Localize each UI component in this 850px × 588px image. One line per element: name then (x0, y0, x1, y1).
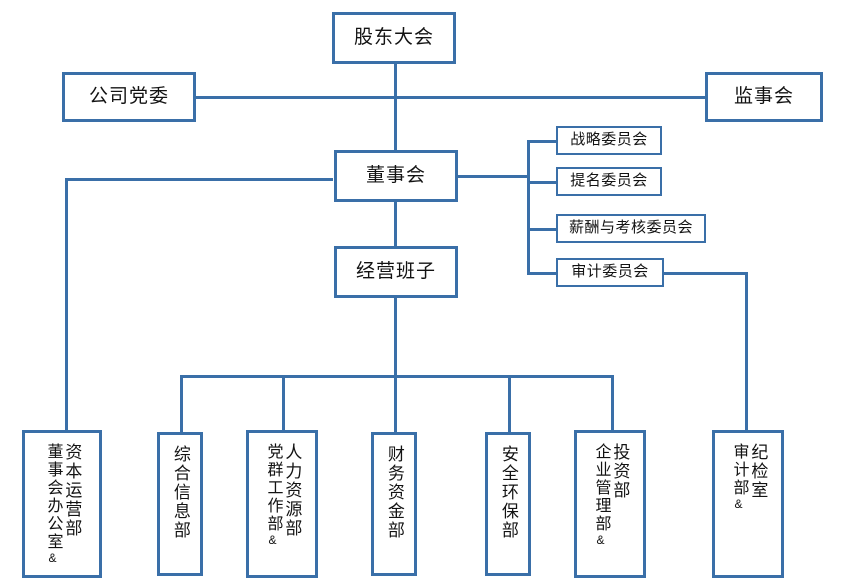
connector-committee-4 (527, 272, 557, 275)
node-label: 董事会 (365, 164, 426, 186)
dept-text-stack: 综合信息部 (160, 435, 200, 573)
node-committee-nomination[interactable]: 提名委员会 (556, 167, 662, 196)
dept-text-stack: 人力资源部 党群工作部& (249, 433, 315, 575)
dept-primary-label: 纪检室 (748, 443, 768, 500)
connector-shareholders-to-board (394, 64, 397, 150)
connector-drop-finance (394, 375, 397, 432)
dept-primary-label: 财务资金部 (384, 445, 404, 540)
dept-primary-label: 资本运营部 (62, 443, 82, 538)
connector-audit-committee-down (745, 272, 748, 432)
connector-drop-hr (282, 375, 285, 432)
node-committee-audit[interactable]: 审计委员会 (556, 258, 664, 287)
connector-drop-safety (508, 375, 511, 432)
connector-party-to-supervisors (194, 96, 707, 99)
connector-board-to-management (394, 202, 397, 246)
dept-human-resources[interactable]: 人力资源部 党群工作部& (246, 430, 318, 578)
department-bus (180, 375, 614, 378)
node-shareholders-meeting[interactable]: 股东大会 (332, 12, 456, 64)
dept-text-stack: 安全环保部 (488, 435, 528, 573)
dept-text-stack: 纪检室 审计部& (715, 433, 781, 575)
connector-committee-1 (527, 140, 557, 143)
connector-board-left-down (65, 178, 68, 432)
dept-primary-label: 投资部 (610, 443, 630, 500)
node-label: 股东大会 (353, 26, 434, 48)
dept-separator-glyph: & (45, 551, 60, 567)
dept-separator-glyph: & (265, 533, 280, 549)
connector-committee-3 (527, 228, 557, 231)
connector-management-to-bus (394, 298, 397, 377)
node-board-of-supervisors[interactable]: 监事会 (705, 72, 823, 122)
dept-secondary-label: 企业管理部& (592, 443, 610, 549)
dept-text-stack: 财务资金部 (374, 435, 414, 573)
dept-primary-label: 安全环保部 (498, 445, 518, 540)
connector-committee-2 (527, 181, 557, 184)
connector-drop-investment (611, 375, 614, 432)
dept-investment[interactable]: 投资部 企业管理部& (574, 430, 646, 578)
node-label: 监事会 (733, 85, 794, 107)
dept-secondary-label: 审计部& (730, 443, 748, 513)
node-label: 提名委员会 (570, 172, 648, 190)
dept-primary-label: 人力资源部 (282, 443, 302, 538)
dept-capital-operations[interactable]: 资本运营部 董事会办公室& (22, 430, 102, 578)
dept-separator-glyph: & (593, 533, 608, 549)
dept-finance-funds[interactable]: 财务资金部 (371, 432, 417, 576)
node-committee-strategy[interactable]: 战略委员会 (556, 126, 662, 155)
dept-primary-label: 综合信息部 (170, 445, 190, 540)
node-board-of-directors[interactable]: 董事会 (334, 150, 458, 202)
node-label: 公司党委 (88, 85, 169, 107)
node-label: 经营班子 (355, 260, 436, 282)
node-committee-remuneration-assessment[interactable]: 薪酬与考核委员会 (556, 214, 706, 243)
dept-text-stack: 投资部 企业管理部& (577, 433, 643, 575)
connector-drop-zonghe (180, 375, 183, 432)
dept-discipline-inspection[interactable]: 纪检室 审计部& (712, 430, 784, 578)
dept-general-information[interactable]: 综合信息部 (157, 432, 203, 576)
node-management-team[interactable]: 经营班子 (334, 246, 458, 298)
connector-board-to-committee-spine (458, 175, 530, 178)
node-party-committee[interactable]: 公司党委 (62, 72, 196, 122)
committee-spine (527, 140, 530, 274)
dept-separator-glyph: & (731, 497, 746, 513)
connector-board-left-feed (65, 178, 333, 181)
dept-secondary-label: 董事会办公室& (44, 443, 62, 567)
dept-secondary-label: 党群工作部& (264, 443, 282, 549)
dept-text-stack: 资本运营部 董事会办公室& (25, 433, 99, 575)
connector-audit-committee-right (663, 272, 748, 275)
node-label: 审计委员会 (571, 263, 649, 281)
node-label: 战略委员会 (570, 131, 648, 149)
node-label: 薪酬与考核委员会 (568, 219, 693, 237)
dept-safety-environment[interactable]: 安全环保部 (485, 432, 531, 576)
